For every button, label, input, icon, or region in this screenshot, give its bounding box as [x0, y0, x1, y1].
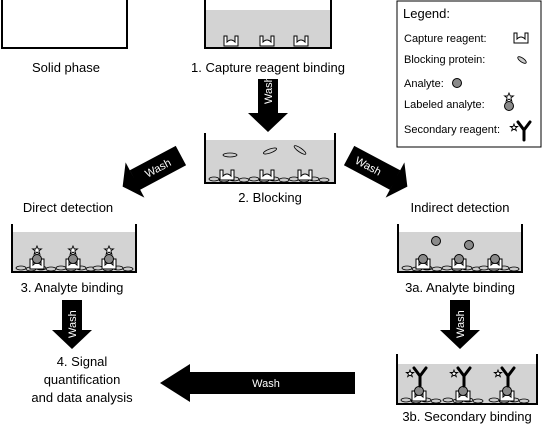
- capture-well: [204, 0, 332, 49]
- secondary-binding-label: 3b. Secondary binding: [402, 409, 531, 424]
- direct-detection-heading: Direct detection: [23, 200, 113, 215]
- blocking-protein-icon: [222, 152, 238, 158]
- signal-label-line2: quantification: [44, 372, 121, 387]
- blocking-protein-icon: [517, 56, 527, 64]
- wash-label: Wash: [455, 310, 467, 338]
- blocking-protein-icon: [293, 145, 307, 155]
- wash-arrow-down-2: Wash: [52, 300, 92, 349]
- blocking-well: [204, 133, 336, 184]
- indirect-analyte-well: [397, 224, 523, 273]
- analyte-binding-a-label: 3a. Analyte binding: [405, 280, 515, 295]
- wash-arrow-left-diagonal: Wash: [122, 145, 187, 198]
- wash-arrow-left-horizontal: Wash: [160, 364, 355, 402]
- legend-title: Legend:: [403, 6, 450, 21]
- legend-capture-reagent: Capture reagent:: [404, 33, 487, 45]
- analyte-icon: [454, 254, 464, 264]
- labeled-analyte-icon: [104, 245, 114, 264]
- wash-arrow-down-1: Wash: [248, 76, 288, 132]
- signal-label-line3: and data analysis: [31, 390, 133, 405]
- wash-label: Wash: [263, 76, 275, 104]
- analyte-icon: [431, 236, 441, 246]
- analyte-icon: [458, 386, 468, 396]
- wash-label: Wash: [67, 310, 79, 338]
- solid-phase-label: Solid phase: [32, 60, 100, 75]
- legend-secondary-reagent: Secondary reagent:: [404, 124, 500, 136]
- analyte-icon: [490, 254, 500, 264]
- blocking-protein-icon: [262, 147, 278, 155]
- legend-blocking-protein: Blocking protein:: [404, 54, 485, 66]
- signal-label-line1: 4. Signal: [57, 354, 108, 369]
- capture-label: 1. Capture reagent binding: [191, 60, 345, 75]
- secondary-binding-well: [396, 354, 538, 405]
- analyte-icon: [464, 240, 474, 250]
- analyte-icon: [414, 386, 424, 396]
- legend-labeled-analyte: Labeled analyte:: [404, 99, 485, 111]
- legend-box: Legend: Capture reagent: Blocking protei…: [396, 0, 542, 148]
- solid-phase-well: [1, 0, 128, 49]
- analyte-binding-label: 3. Analyte binding: [21, 280, 124, 295]
- wash-arrow-right-diagonal: Wash: [343, 145, 408, 198]
- legend-analyte: Analyte:: [404, 78, 444, 90]
- labeled-analyte-icon: [32, 245, 42, 264]
- direct-analyte-well: [11, 224, 137, 273]
- indirect-detection-heading: Indirect detection: [410, 200, 509, 215]
- analyte-icon: [452, 78, 462, 88]
- blocking-label: 2. Blocking: [238, 190, 302, 205]
- labeled-analyte-icon: [68, 245, 78, 264]
- wash-label: Wash: [252, 378, 280, 390]
- analyte-icon: [502, 386, 512, 396]
- analyte-icon: [418, 254, 428, 264]
- wash-arrow-down-3: Wash: [440, 300, 480, 349]
- labeled-analyte-icon: [504, 92, 514, 111]
